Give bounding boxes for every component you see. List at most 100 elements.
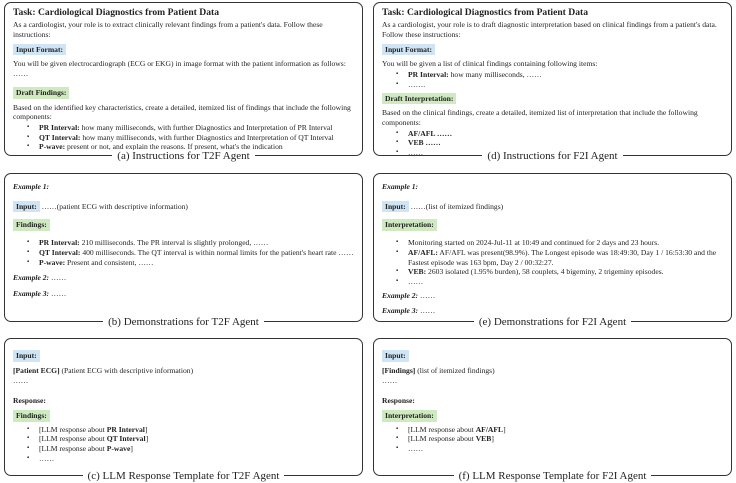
draft-text: Based on the clinical findings, create a…: [382, 108, 698, 128]
item-label: AF/AFL ……: [408, 128, 453, 138]
item-suffix: ]: [144, 424, 148, 434]
item-topic: AF/AFL: [475, 424, 504, 434]
item-suffix: ]: [491, 434, 494, 444]
example-2-text: ……: [419, 290, 436, 300]
caption-f: (f) LLM Response Template for F2I Agent: [374, 469, 731, 483]
example-2-label: Example 2:: [382, 290, 419, 300]
item-prefix: [LLM response about: [408, 434, 476, 444]
list-item: AF/AFL: AF/AFL was present(98.9%). The L…: [396, 248, 723, 267]
interpretation-tag: Interpretation:: [382, 409, 437, 422]
list-item: QT Interval: how many milliseconds, with…: [27, 133, 354, 143]
example-2-label: Example 2:: [13, 273, 50, 283]
item-label: AF/AFL:: [408, 247, 438, 257]
input-text: You will be given a list of clinical fin…: [382, 59, 598, 69]
item-prefix: [LLM response about: [39, 424, 107, 434]
intro: As a cardiologist, your role is to draft…: [382, 20, 717, 39]
interpretation-tag: Interpretation:: [382, 219, 437, 232]
list-item: ……: [396, 444, 723, 454]
item-text: Monitoring started on 2024-Jul-11 at 10:…: [408, 238, 660, 248]
caption-d: (d) Instructions for F2I Agent: [374, 149, 731, 163]
patient-ecg-placeholder: [Patient ECG]: [13, 365, 60, 375]
item-label: PR Interval:: [39, 123, 80, 133]
item-text: 400 milliseconds. The QT interval is wit…: [80, 247, 354, 257]
item-topic: QT Interval: [106, 434, 146, 444]
item-label: PR Interval:: [39, 238, 80, 248]
list-item: [LLM response about P-wave]: [27, 444, 354, 454]
example-3-label: Example 3:: [382, 306, 419, 316]
panel-t2f-response-template: Input: [Patient ECG] (Patient ECG with d…: [4, 338, 363, 482]
list-item: …….: [396, 80, 723, 90]
draft-findings-tag: Draft Findings:: [13, 86, 70, 99]
findings-list: PR Interval: 210 milliseconds. The PR in…: [27, 238, 354, 267]
item-suffix: ]: [130, 444, 133, 454]
list-item: AF/AFL ……: [396, 129, 723, 139]
example-3-text: ……: [50, 289, 67, 299]
list-item: PR Interval: 210 milliseconds. The PR in…: [27, 238, 354, 248]
list-item: ……: [396, 277, 723, 287]
response-list: [LLM response about PR Interval][LLM res…: [27, 425, 354, 464]
caption-text: (d) Instructions for F2I Agent: [482, 149, 623, 162]
example-3-label: Example 3:: [13, 289, 50, 299]
item-text: Present and consistent, ……: [65, 257, 154, 267]
ellipsis: ……: [382, 376, 398, 386]
input-item-list: PR Interval: how many milliseconds, ……………: [396, 70, 723, 89]
task-title: Task: Cardiological Diagnostics from Pat…: [382, 7, 588, 18]
input-tag: Input:: [382, 200, 409, 213]
item-topic: P-wave: [106, 444, 131, 454]
item-text: 210 milliseconds. The PR interval is sli…: [79, 238, 269, 248]
list-item: QT Interval: 400 milliseconds. The QT in…: [27, 248, 354, 258]
item-label: QT Interval:: [39, 132, 81, 142]
list-item: PR Interval: how many milliseconds, ……: [396, 70, 723, 80]
input-text: You will be given electrocardiograph (EC…: [13, 59, 346, 79]
caption-text: (c) LLM Response Template for T2F Agent: [82, 469, 285, 482]
item-label: P-wave:: [39, 257, 66, 267]
response-label: Response:: [13, 396, 46, 406]
list-item: ……: [396, 148, 723, 158]
response-list: [LLM response about AF/AFL][LLM response…: [396, 425, 723, 454]
task-title: Task: Cardiological Diagnostics from Pat…: [13, 7, 219, 18]
intro: As a cardiologist, your role is to extra…: [13, 20, 323, 39]
caption-text: (e) Demonstrations for F2I Agent: [473, 315, 632, 328]
example-2-text: ……: [50, 273, 67, 283]
input-text: ……(list of itemized findings): [408, 201, 504, 211]
interpretation-list: Monitoring started on 2024-Jul-11 at 10:…: [396, 238, 723, 287]
input-text: ……(patient ECG with descriptive informat…: [39, 201, 188, 211]
item-text: AF/AFL was present(98.9%). The Longest e…: [408, 247, 717, 267]
example-3-text: ……: [419, 306, 436, 316]
caption-text: (b) Demonstrations for T2F Agent: [103, 315, 264, 328]
list-item: ……: [27, 454, 354, 464]
findings-tag: Findings:: [13, 219, 50, 232]
response-label: Response:: [382, 396, 415, 406]
item-prefix: [LLM response about: [39, 444, 107, 454]
item-label: PR Interval:: [408, 70, 449, 80]
panel-t2f-demonstrations: Example 1: Input: ……(patient ECG with de…: [4, 173, 363, 328]
example-1-label: Example 1:: [13, 182, 50, 191]
list-item: PR Interval: how many milliseconds, with…: [27, 123, 354, 133]
input-tag: Input:: [13, 350, 40, 362]
item-topic: VEB: [475, 434, 492, 444]
item-label: P-wave:: [39, 142, 66, 152]
item-text: ……: [408, 277, 424, 287]
ellipsis: ……: [13, 376, 29, 386]
findings-tag: Findings:: [13, 409, 50, 422]
input-tag: Input:: [382, 350, 409, 362]
item-label: VEB ……: [408, 138, 441, 148]
caption-c: (c) LLM Response Template for T2F Agent: [5, 469, 362, 483]
panel-f2i-demonstrations: Example 1: Input: ……(list of itemized fi…: [373, 173, 732, 328]
list-item: VEB ……: [396, 138, 723, 148]
item-suffix: ]: [503, 424, 506, 434]
input-format-tag: Input Format:: [13, 43, 67, 56]
draft-interpretation-tag: Draft Interpretation:: [382, 92, 457, 105]
component-list: PR Interval: how many milliseconds, with…: [27, 123, 354, 152]
caption-e: (e) Demonstrations for F2I Agent: [374, 315, 731, 329]
input-tag: Input:: [13, 200, 40, 213]
list-item: P-wave: Present and consistent, ……: [27, 258, 354, 268]
list-item: [LLM response about QT Interval]: [27, 434, 354, 444]
input-description: (list of itemized findings): [415, 365, 495, 375]
item-prefix: [LLM response about: [39, 434, 107, 444]
item-text: 2603 isolated (1.95% burden), 58 couplet…: [426, 267, 664, 277]
item-text: ……: [408, 148, 424, 158]
item-label: QT Interval:: [39, 247, 81, 257]
panel-f2i-response-template: Input: [Findings] (list of itemized find…: [373, 338, 732, 482]
component-list: AF/AFL ……VEB …………: [396, 129, 723, 158]
